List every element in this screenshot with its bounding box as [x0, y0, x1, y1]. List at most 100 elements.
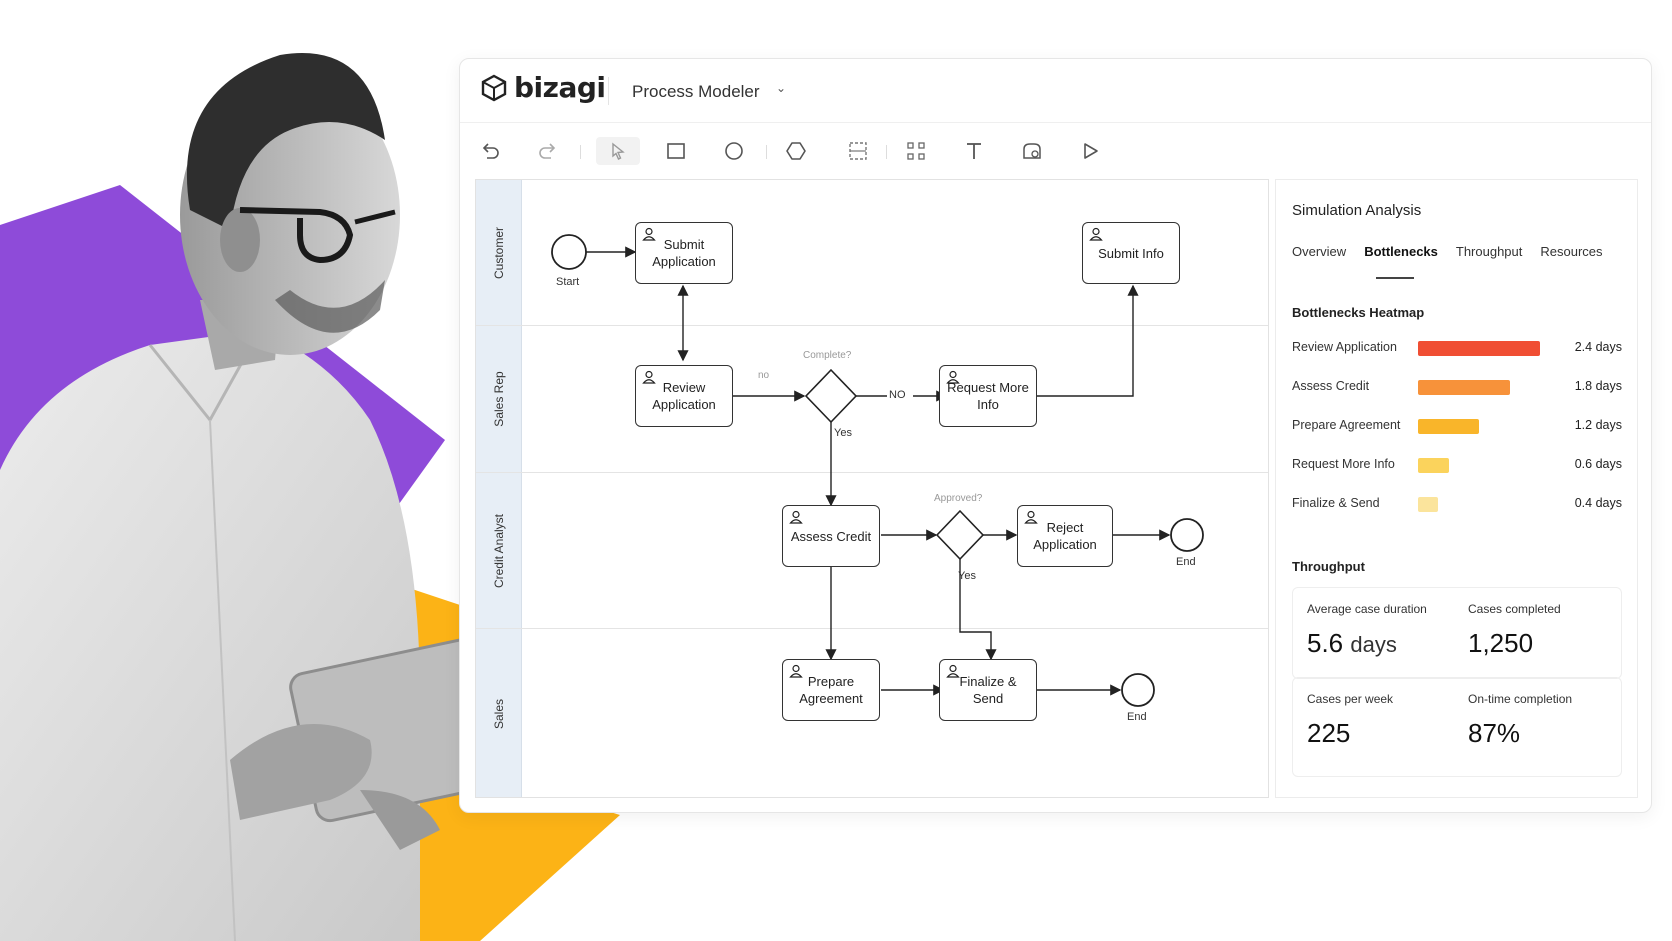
active-tab-indicator — [1376, 277, 1414, 279]
user-icon — [1024, 510, 1038, 524]
bizagi-logo[interactable]: bizagi — [480, 71, 606, 104]
user-icon — [789, 664, 803, 678]
rectangle-icon[interactable] — [662, 137, 690, 165]
gateway-icon[interactable] — [782, 137, 810, 165]
toolbar — [460, 123, 1651, 179]
connector-icon[interactable] — [902, 137, 930, 165]
end-label: End — [1127, 711, 1147, 723]
redo-icon[interactable] — [534, 137, 562, 165]
top-bar: bizagi Process Modeler ⌄ — [460, 59, 1651, 123]
text-icon[interactable] — [960, 137, 988, 165]
stat-unit: days — [1350, 632, 1397, 657]
edge-label-no: NO — [889, 389, 906, 401]
pointer-icon[interactable] — [596, 137, 640, 165]
heatmap-row: Review Application 2.4 days — [1292, 338, 1622, 358]
heatmap-bar — [1418, 419, 1479, 434]
task-assess-credit[interactable]: Assess Credit — [782, 505, 880, 567]
heatmap-bar-track — [1418, 419, 1548, 434]
lane-header: Sales Rep — [476, 326, 522, 472]
task-reject-application[interactable]: Reject Application — [1017, 505, 1113, 567]
edge-label: no — [758, 370, 770, 381]
edge-label-yes: Yes — [958, 570, 976, 582]
play-icon[interactable] — [1076, 137, 1104, 165]
heatmap-value: 2.4 days — [1574, 340, 1622, 354]
tab-resources[interactable]: Resources — [1540, 244, 1603, 259]
heatmap-task-name: Finalize & Send — [1292, 496, 1380, 510]
gateway-complete — [804, 368, 858, 424]
process-canvas[interactable]: Customer Sales Rep Credit Analyst Sales — [475, 179, 1269, 798]
heatmap-task-name: Assess Credit — [1292, 379, 1370, 393]
user-icon — [642, 370, 656, 384]
undo-icon[interactable] — [476, 137, 504, 165]
user-icon — [1089, 227, 1103, 241]
stat-value: 225 — [1307, 718, 1351, 748]
process-modeler-window: bizagi Process Modeler ⌄ — [459, 58, 1652, 813]
stat-label: Cases completed — [1468, 602, 1561, 616]
gateway-label: Complete? — [803, 350, 852, 361]
end-event — [1121, 673, 1155, 707]
throughput-title: Throughput — [1292, 559, 1365, 574]
lane-sales-rep[interactable]: Sales Rep — [476, 326, 1268, 473]
task-prepare-agreement[interactable]: Prepare Agreement — [782, 659, 880, 721]
tab-throughput[interactable]: Throughput — [1455, 244, 1523, 259]
subprocess-icon[interactable] — [844, 137, 872, 165]
gateway-approved — [935, 509, 985, 561]
lane-header: Customer — [476, 180, 522, 325]
task-label: Finalize & Send — [959, 674, 1017, 706]
toolbar-divider — [766, 145, 767, 159]
lane-sales[interactable]: Sales — [476, 629, 1268, 797]
task-review-application[interactable]: Review Application — [635, 365, 733, 427]
panel-tabs: Overview Bottlenecks Throughput Resource… — [1292, 244, 1621, 259]
tab-bottlenecks[interactable]: Bottlenecks — [1364, 244, 1438, 259]
heatmap-value: 1.8 days — [1574, 379, 1622, 393]
heatmap-bar-track — [1418, 341, 1548, 356]
task-label: Assess Credit — [790, 528, 872, 544]
task-submit-application[interactable]: Submit Application — [635, 222, 733, 284]
stat-on-time: On-time completion 87% — [1468, 692, 1572, 749]
lane-credit-analyst[interactable]: Credit Analyst — [476, 473, 1268, 629]
circle-icon[interactable] — [720, 137, 748, 165]
end-event — [1170, 518, 1204, 552]
task-label: Reject Application — [1033, 520, 1097, 552]
chevron-down-icon[interactable]: ⌄ — [776, 81, 787, 95]
task-label: Submit Application — [652, 237, 716, 269]
start-label: Start — [556, 276, 580, 288]
gateway-label: Approved? — [934, 493, 983, 504]
page-title[interactable]: Process Modeler — [632, 82, 760, 101]
heatmap-bar-track — [1418, 380, 1548, 395]
stat-label: Cases per week — [1307, 692, 1394, 706]
heatmap-task-name: Review Application — [1292, 340, 1397, 354]
heatmap-bar — [1418, 380, 1510, 395]
stat-cases-per-week: Cases per week 225 — [1307, 692, 1393, 749]
task-submit-info[interactable]: Submit Info — [1082, 222, 1180, 284]
simulation-panel: Simulation Analysis Overview Bottlenecks… — [1275, 179, 1638, 798]
bizagi-logo-icon — [481, 74, 507, 101]
tab-overview[interactable]: Overview — [1292, 244, 1347, 259]
lane-customer[interactable]: Customer — [476, 180, 1268, 326]
start-event — [551, 234, 587, 270]
user-icon — [946, 370, 960, 384]
lane-header: Credit Analyst — [476, 473, 522, 628]
task-label: Review Application — [652, 380, 716, 412]
task-request-more-info[interactable]: Request More Info — [939, 365, 1037, 427]
heatmap-title: Bottlenecks Heatmap — [1292, 305, 1425, 320]
data-icon[interactable] — [1018, 137, 1046, 165]
task-finalize-send[interactable]: Finalize & Send — [939, 659, 1037, 721]
edge-label-yes: Yes — [834, 427, 852, 439]
header-divider — [608, 77, 609, 105]
user-icon — [789, 510, 803, 524]
stat-value: 5.6 days — [1307, 628, 1427, 659]
heatmap-bar — [1418, 341, 1540, 356]
stat-card: Cases per week 225 On-time completion 87… — [1292, 677, 1622, 777]
stat-label: Average case duration — [1307, 602, 1427, 616]
stat-avg-duration: Average case duration 5.6 days — [1307, 602, 1427, 659]
task-label: Submit Info — [1098, 245, 1164, 261]
heatmap-task-name: Prepare Agreement — [1292, 418, 1401, 432]
sequence-flows — [551, 234, 1204, 707]
lane-header: Sales — [476, 629, 522, 797]
stat-card: Average case duration 5.6 days Cases com… — [1292, 587, 1622, 679]
stat-number: 5.6 — [1307, 628, 1344, 658]
end-label: End — [1176, 556, 1196, 568]
